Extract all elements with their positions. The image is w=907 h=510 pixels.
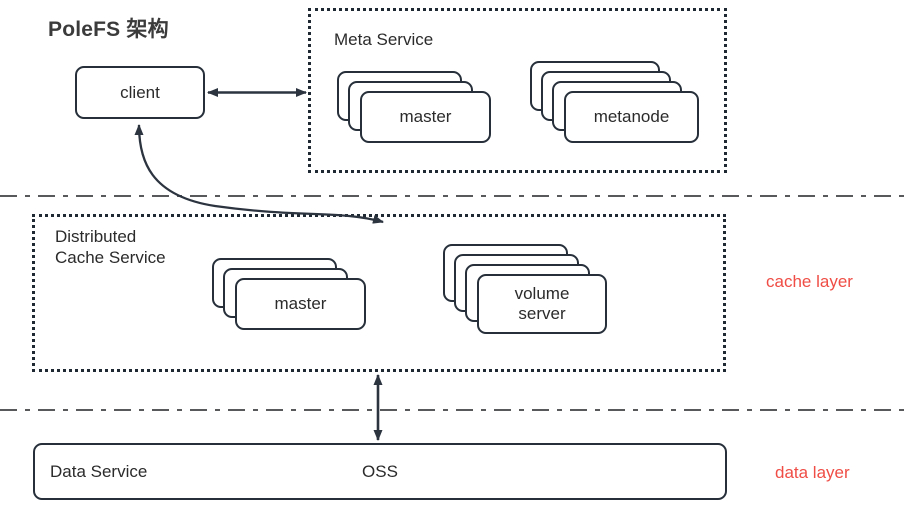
stack-card-front[interactable]: volume server — [477, 274, 607, 334]
cache-layer-tag: cache layer — [766, 272, 853, 291]
stack-card-front[interactable]: master — [235, 278, 366, 330]
data-service-box[interactable] — [33, 443, 727, 500]
data-service-oss-label: OSS — [362, 461, 398, 481]
meta-master-stack[interactable]: master — [337, 71, 507, 149]
divider-cache-data — [0, 409, 907, 411]
page-title: PoleFS 架构 — [48, 18, 169, 41]
meta-service-label: Meta Service — [334, 30, 434, 49]
cache-master-stack[interactable]: master — [212, 258, 382, 336]
cache-service-label: Distributed Cache Service — [55, 227, 166, 267]
cache-volume-server-stack[interactable]: volume server — [443, 244, 628, 344]
meta-metanode-label: metanode — [593, 106, 670, 126]
stack-card-front[interactable]: metanode — [564, 91, 699, 143]
stack-card-front[interactable]: master — [360, 91, 491, 143]
divider-meta-cache — [0, 195, 907, 197]
client-box-label: client — [120, 82, 160, 102]
data-service-label: Data Service — [50, 461, 148, 481]
cache-volume-server-label: volume server — [514, 283, 570, 323]
cache-master-label: master — [274, 293, 327, 313]
client-box[interactable] — [75, 66, 205, 119]
meta-master-label: master — [399, 106, 452, 126]
meta-metanode-stack[interactable]: metanode — [530, 61, 715, 153]
meta-service-panel — [308, 8, 727, 173]
data-layer-tag: data layer — [775, 463, 850, 482]
